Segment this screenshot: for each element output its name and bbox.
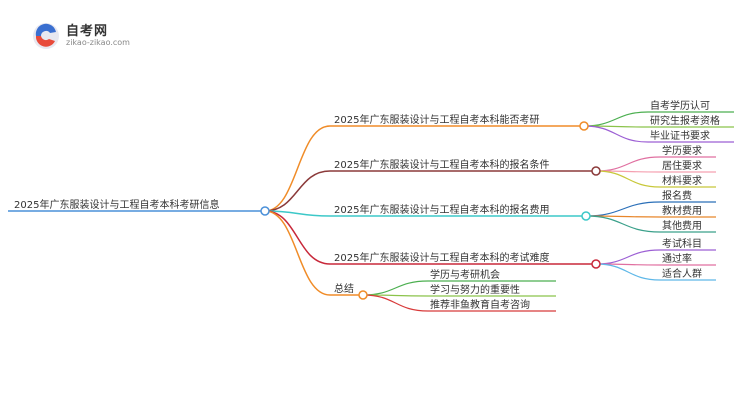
branch-label: 2025年广东服装设计与工程自考本科的报名条件 — [334, 158, 549, 171]
leaf-connector — [595, 263, 661, 281]
logo-url: zikao-zikao.com — [66, 38, 130, 47]
branch-connector — [264, 210, 331, 217]
leaf-label: 教材费用 — [662, 204, 702, 217]
leaf-label: 毕业证书要求 — [650, 129, 710, 142]
branch-collapse-toggle[interactable] — [591, 259, 601, 269]
leaf-connector — [595, 170, 661, 188]
leaf-label: 其他费用 — [662, 219, 702, 232]
branch-connector — [264, 210, 331, 265]
leaf-label: 学习与努力的重要性 — [430, 283, 520, 296]
leaf-label: 推荐非鱼教育自考咨询 — [430, 298, 530, 311]
branch-connector — [264, 210, 331, 296]
leaf-label: 材料要求 — [662, 174, 702, 187]
branch-connector — [264, 170, 331, 212]
branch-label: 2025年广东服装设计与工程自考本科的考试难度 — [334, 251, 549, 264]
zikao-logo-icon — [33, 23, 59, 49]
leaf-connector — [585, 201, 661, 217]
leaf-label: 居住要求 — [662, 159, 702, 172]
leaf-label: 考试科目 — [662, 237, 702, 250]
leaf-connector — [595, 249, 661, 265]
branch-collapse-toggle[interactable] — [358, 290, 368, 300]
leaf-label: 研究生报考资格 — [650, 114, 720, 127]
leaf-label: 自考学历认可 — [650, 99, 710, 112]
logo-title: 自考网 — [66, 24, 109, 39]
branch-label: 总结 — [334, 282, 354, 295]
leaf-label: 学历与考研机会 — [430, 268, 500, 281]
leaf-connector — [585, 215, 661, 233]
branch-label: 2025年广东服装设计与工程自考本科能否考研 — [334, 113, 539, 126]
leaf-connector — [362, 294, 429, 312]
leaf-connector — [362, 280, 429, 296]
leaf-connector — [583, 125, 649, 143]
leaf-connector — [583, 111, 649, 127]
branch-label: 2025年广东服装设计与工程自考本科的报名费用 — [334, 203, 549, 216]
leaf-connector — [595, 156, 661, 172]
branch-collapse-toggle[interactable] — [591, 166, 601, 176]
leaf-label: 通过率 — [662, 252, 692, 265]
logo — [30, 18, 140, 52]
leaf-label: 学历要求 — [662, 144, 702, 157]
leaf-label: 报名费 — [662, 189, 692, 202]
leaf-label: 适合人群 — [662, 267, 702, 280]
branch-collapse-toggle[interactable] — [581, 211, 591, 221]
branch-collapse-toggle[interactable] — [579, 121, 589, 131]
root-node-label: 2025年广东服装设计与工程自考本科考研信息 — [14, 198, 219, 211]
root-collapse-toggle[interactable] — [260, 206, 270, 216]
branch-connector — [264, 125, 331, 212]
